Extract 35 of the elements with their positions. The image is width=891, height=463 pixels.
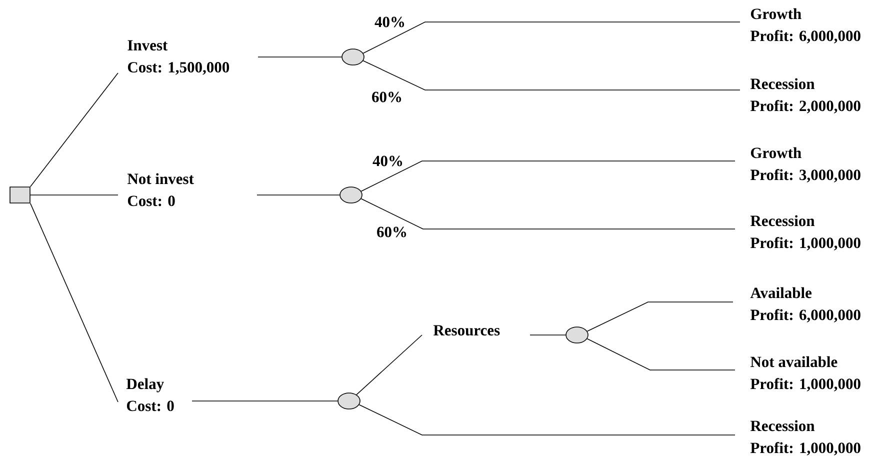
branch-line [258,56,342,58]
option-label: Delay Cost: 0 [126,378,174,412]
event-label: Resources [433,325,500,336]
outcome-label: Growth Profit: 3,000,000 [750,147,860,182]
branch-line [30,194,118,196]
chance-circle [338,392,360,410]
branch-line [30,203,118,402]
branch-line [358,404,736,436]
decision-square [10,186,30,204]
outcome-label: Recession Profit: 2,000,000 [750,78,860,114]
chance-circle [340,186,362,204]
branch-line [360,198,736,230]
option-label: Not invest Cost: 0 [128,173,194,206]
branch-line [256,194,340,196]
outcome-label: Not available Profit: 1,000,000 [750,356,860,392]
branch-line [192,400,338,402]
probability-label: 40% [374,16,406,28]
probability-label: 60% [370,90,404,104]
chance-circle [342,48,364,66]
branch-line [362,22,740,54]
branch-line [586,338,736,370]
probability-label: 60% [376,226,408,238]
branch-line [586,302,734,332]
branch-line [30,72,118,187]
outcome-label: Growth Profit: 6,000,000 [750,8,860,44]
outcome-label: Recession Profit: 1,000,000 [750,215,860,250]
outcome-label: Available Profit: 6,000,000 [750,287,860,322]
branch-line [360,160,736,192]
outcome-label: Recession Profit: 1,000,000 [750,420,860,456]
probability-label: 40% [372,154,404,168]
branch-line [362,60,740,90]
chance-circle [566,326,588,344]
branch-line [356,334,422,396]
option-label: Invest Cost: 1,500,000 [128,40,230,75]
branch-line [530,334,566,336]
